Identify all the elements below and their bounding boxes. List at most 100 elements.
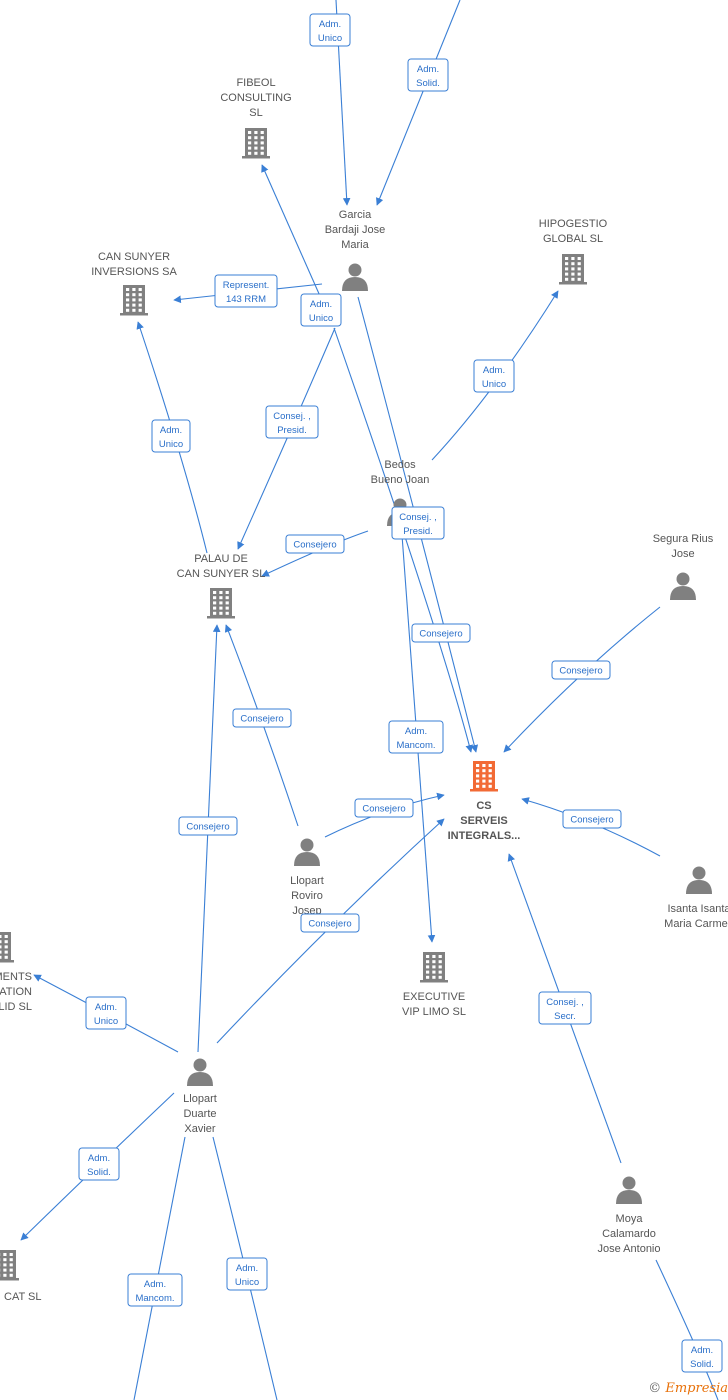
edge-label[interactable]: Adm.Unico bbox=[85, 996, 127, 1030]
node-label: Moya bbox=[616, 1213, 644, 1225]
building-icon[interactable] bbox=[207, 588, 235, 619]
person-icon[interactable] bbox=[670, 572, 696, 601]
node-label: Roviro bbox=[291, 890, 323, 902]
edge-label[interactable]: Adm.Solid. bbox=[681, 1339, 723, 1373]
building-icon[interactable] bbox=[0, 932, 14, 963]
node-label: FIBEOL bbox=[236, 77, 275, 89]
edge-label-text: Adm. bbox=[160, 425, 182, 436]
edge-label[interactable]: Adm.Unico bbox=[473, 359, 515, 393]
edge-label-text: Presid. bbox=[403, 526, 433, 537]
node-cs[interactable]: CSSERVEISINTEGRALS... bbox=[448, 761, 521, 842]
person-icon[interactable] bbox=[187, 1058, 213, 1087]
person-icon[interactable] bbox=[686, 866, 712, 895]
node-label: Llopart bbox=[290, 875, 324, 887]
building-icon[interactable] bbox=[420, 952, 448, 983]
edge-label-box bbox=[411, 623, 471, 643]
edge-label[interactable]: Consej. ,Secr. bbox=[538, 991, 592, 1025]
edge-label-text: Consejero bbox=[559, 666, 602, 677]
node-label: Bedos bbox=[384, 459, 416, 471]
edge-label[interactable]: Represent.143 RRM bbox=[214, 274, 278, 308]
edge-label[interactable]: Adm.Unico bbox=[151, 419, 191, 453]
edge-label[interactable]: Consej. ,Presid. bbox=[265, 405, 319, 439]
edge-label-text: Consej. , bbox=[399, 512, 437, 523]
edge-label[interactable]: Consejero bbox=[300, 913, 360, 933]
edge-label[interactable]: Adm.Mancom. bbox=[127, 1273, 183, 1307]
edge-label-box bbox=[300, 293, 342, 327]
node-label: Calamardo bbox=[602, 1228, 656, 1240]
building-icon[interactable] bbox=[0, 1250, 19, 1281]
person-icon[interactable] bbox=[294, 838, 320, 867]
edge-label[interactable]: Consejero bbox=[562, 809, 622, 829]
edge-label-text: Consejero bbox=[419, 629, 462, 640]
edge-label[interactable]: Consejero bbox=[232, 708, 292, 728]
edge-label-text: Mancom. bbox=[135, 1293, 174, 1304]
edge-label-box bbox=[127, 1273, 183, 1307]
edge-label-box bbox=[562, 809, 622, 829]
edge-label[interactable]: Consej. , Presid. bbox=[391, 506, 445, 540]
node-label: LID SL bbox=[0, 1001, 32, 1013]
edge-label-box bbox=[388, 720, 444, 754]
edge-label-text: Consejero bbox=[570, 815, 613, 826]
edge-label[interactable]: Adm.Unico bbox=[226, 1257, 268, 1291]
edge-line bbox=[333, 327, 473, 753]
building-icon[interactable] bbox=[559, 254, 587, 285]
edge-label-box bbox=[232, 708, 292, 728]
building-icon[interactable] bbox=[242, 128, 270, 159]
node-label: Maria bbox=[341, 239, 369, 251]
edge-label-box bbox=[300, 913, 360, 933]
edge-label[interactable]: Adm.Solid. bbox=[407, 58, 449, 92]
node-leftco[interactable]: MENTSATIONLID SL bbox=[0, 932, 32, 1013]
building-icon[interactable] bbox=[470, 761, 498, 792]
edge-label-text: Mancom. bbox=[396, 740, 435, 751]
node-label: Duarte bbox=[183, 1108, 216, 1120]
edge-label-box bbox=[151, 419, 191, 453]
edge-label-text: Consejero bbox=[362, 804, 405, 815]
node-catco[interactable]: CAT SL bbox=[0, 1250, 42, 1303]
edge-label-box bbox=[226, 1257, 268, 1291]
edge-label-text: Adm. bbox=[691, 1345, 713, 1356]
edge-label[interactable]: Adm.Solid. bbox=[78, 1147, 120, 1181]
copyright-symbol: © bbox=[648, 1381, 662, 1396]
edge-label[interactable]: Adm. Mancom. bbox=[388, 720, 444, 754]
edge-label[interactable]: Consejero bbox=[178, 816, 238, 836]
edge-label-text: Adm. bbox=[405, 726, 427, 737]
node-label: CAN SUNYER bbox=[98, 251, 170, 263]
edge-label[interactable]: Consejero bbox=[354, 798, 414, 818]
node-label: Jose bbox=[671, 548, 694, 560]
node-label: HIPOGESTIO bbox=[539, 218, 608, 230]
edge-label[interactable]: Adm.Unico bbox=[300, 293, 342, 327]
edge-label[interactable]: Consejero bbox=[285, 534, 345, 554]
node-label: Maria Carmen bbox=[664, 918, 728, 930]
node-label: ATION bbox=[0, 986, 32, 998]
edge-label[interactable]: Consejero bbox=[551, 660, 611, 680]
edge-label[interactable]: Consejero bbox=[411, 623, 471, 643]
node-label: SERVEIS bbox=[460, 815, 508, 827]
node-label: CAN SUNYER SL bbox=[177, 568, 266, 580]
person-icon[interactable] bbox=[342, 263, 368, 292]
edge-label[interactable]: Adm.Unico bbox=[309, 13, 351, 47]
node-label: Bueno Joan bbox=[371, 474, 430, 486]
edge-label-box bbox=[85, 996, 127, 1030]
edge-label-text: Adm. bbox=[236, 1263, 258, 1274]
node-label: Llopart bbox=[183, 1093, 217, 1105]
building-icon[interactable] bbox=[120, 285, 148, 316]
edge-line bbox=[197, 624, 221, 1053]
edge-line bbox=[655, 1259, 719, 1400]
node-label: Jose Antonio bbox=[598, 1243, 661, 1255]
person-icon[interactable] bbox=[616, 1176, 642, 1205]
brand-logo-text[interactable]: Empresia bbox=[665, 1381, 728, 1396]
edge-line bbox=[376, 0, 461, 206]
